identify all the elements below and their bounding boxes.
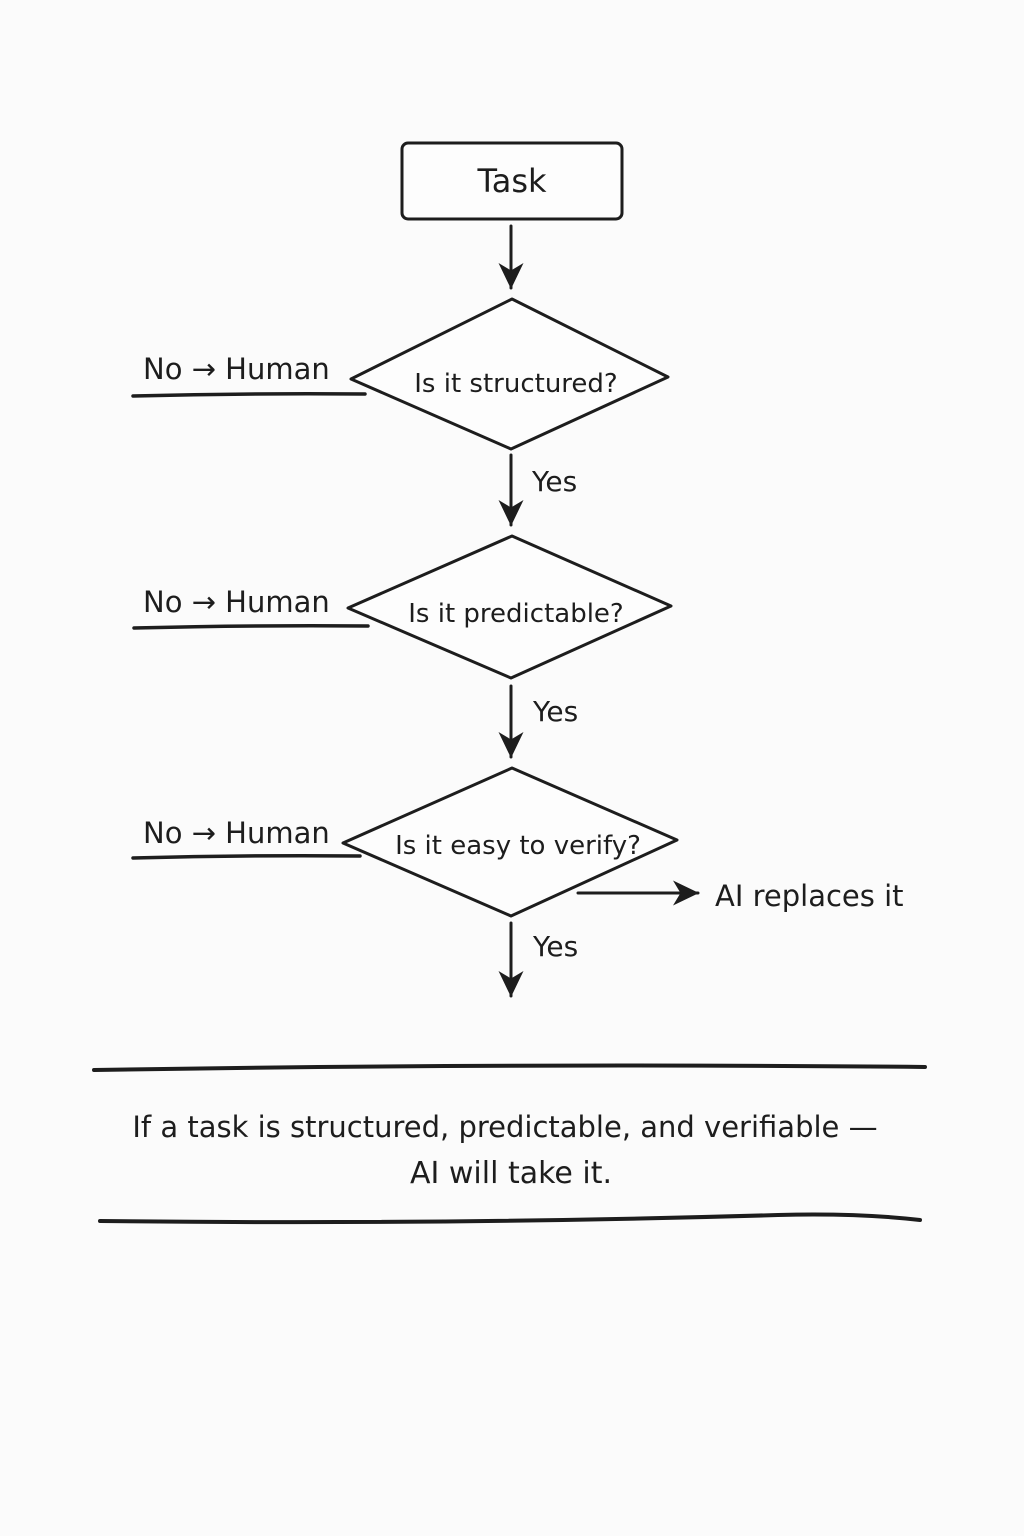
decision-1-question: Is it structured? [414,369,617,399]
decision-2-yes-label: Yes [532,695,578,728]
decision-3-diamond [341,766,679,918]
decision-3-question: Is it easy to verify? [395,831,641,861]
summary-divider-top [92,1063,927,1072]
summary-divider-bottom [98,1212,922,1225]
decision-3-no-label: No → Human [143,816,330,850]
decision-2-diamond [346,534,673,680]
decision-1-diamond [349,297,670,451]
decision-2-no-label: No → Human [143,585,330,619]
decision-3-no-branch-line [131,854,362,860]
decision-2-no-branch-line [132,624,370,630]
decision-3-yes-label: Yes [532,930,578,963]
decision-2-question: Is it predictable? [408,599,623,629]
decision-1-no-branch-line [131,392,367,398]
decision-1-yes-label: Yes [531,465,577,498]
summary-line-2: AI will take it. [410,1156,612,1191]
decision-1-no-label: No → Human [143,352,330,386]
outcome-label: AI replaces it [715,879,904,913]
start-node-box [400,141,624,221]
start-node-label: Task [476,162,547,200]
summary-line-1: If a task is structured, predictable, an… [132,1110,877,1144]
